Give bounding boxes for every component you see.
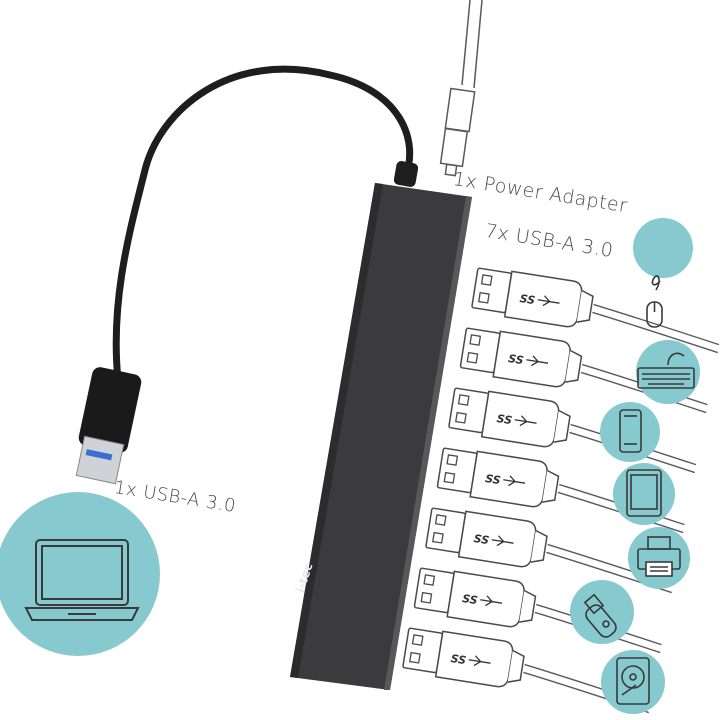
svg-text:SS: SS (461, 592, 478, 607)
usb-plug-list: SS SS SS SS (402, 267, 720, 714)
keyboard-device (636, 340, 700, 404)
tablet-device (613, 463, 675, 525)
laptop-icon (24, 539, 140, 621)
smartphone-device (600, 402, 660, 462)
usb-plug: SS (459, 327, 708, 414)
svg-text:SS: SS (507, 352, 524, 367)
mouse-device (633, 218, 693, 328)
smartphone-icon (619, 409, 642, 453)
usb-plug: SS (471, 267, 720, 354)
usb-upstream-cable (75, 65, 419, 485)
keyboard-icon (637, 352, 695, 389)
usb-plug: SS (402, 627, 651, 714)
usb-plug: SS (425, 507, 674, 594)
mouse-icon (646, 275, 663, 328)
svg-text:SS: SS (519, 292, 536, 307)
tablet-icon (626, 469, 662, 517)
usb-plug: SS (436, 447, 685, 534)
device-icons (570, 218, 700, 714)
usb-hub-body (290, 183, 472, 690)
hard-drive-icon (616, 657, 650, 705)
usb-plug: SS (448, 387, 697, 474)
svg-text:SS: SS (450, 652, 467, 667)
svg-text:SS: SS (496, 412, 513, 427)
printer-icon (637, 536, 681, 577)
printer-device (628, 527, 690, 589)
usb-flash-drive-icon (583, 593, 617, 638)
svg-text:SS: SS (484, 472, 501, 487)
svg-text:SS: SS (473, 532, 490, 547)
usb-plug: SS (413, 567, 662, 654)
flash-drive-device (570, 580, 634, 644)
power-adapter-plug (439, 0, 483, 177)
hard-drive-device (601, 650, 665, 714)
laptop-device (0, 492, 160, 656)
